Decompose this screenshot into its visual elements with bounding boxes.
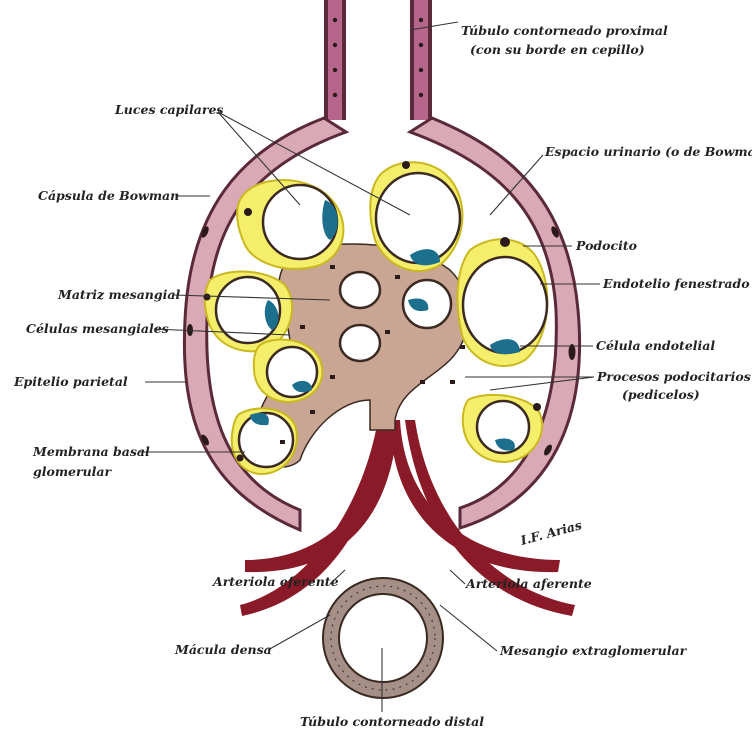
proximal-tubule [324,0,432,120]
diagram-labels: Túbulo contorneado proximal (con su bord… [13,23,752,729]
label-parietal-epithelium: Epitelio parietal [13,374,128,389]
label-podocyte: Podocito [575,238,637,253]
arterioles [240,420,575,616]
label-efferent-arteriole: Arteriola eferente [212,574,339,589]
cell-nuclei [203,161,541,462]
label-fenestrated-endothelium: Endotelio fenestrado [602,276,750,291]
label-mesangial-cells: Células mesangiales [26,321,169,336]
label-capillary-lumens: Luces capilares [114,102,223,117]
label-urinary-space: Espacio urinario (o de Bowman) [544,144,752,159]
label-podocyte-processes: Procesos podocitarios [596,369,751,384]
capillary-lumens [214,171,549,469]
distal-tubule [322,577,444,699]
leader-lines [140,21,600,712]
label-basal-membrane: Membrana basal [32,444,150,459]
label-bowman-capsule: Cápsula de Bowman [38,188,179,203]
label-distal-tubule: Túbulo contorneado distal [300,714,484,729]
label-mesangial-matrix: Matriz mesangial [57,287,180,302]
label-macula-densa: Mácula densa [174,642,272,657]
label-basal-membrane-2: glomerular [33,464,113,479]
bowman-capsule [182,116,582,533]
label-endothelial-cell: Célula endotelial [596,338,715,353]
label-podocyte-processes-note: (pedicelos) [622,387,700,402]
label-proximal-tubule-note: (con su borde en cepillo) [470,42,645,57]
endothelial-cells [250,200,520,451]
artist-signature: I.F. Arias [518,517,583,548]
label-proximal-tubule: Túbulo contorneado proximal [461,23,668,38]
label-extraglomerular-mesangium: Mesangio extraglomerular [499,643,688,658]
label-afferent-arteriole: Arteriola aferente [465,576,592,591]
